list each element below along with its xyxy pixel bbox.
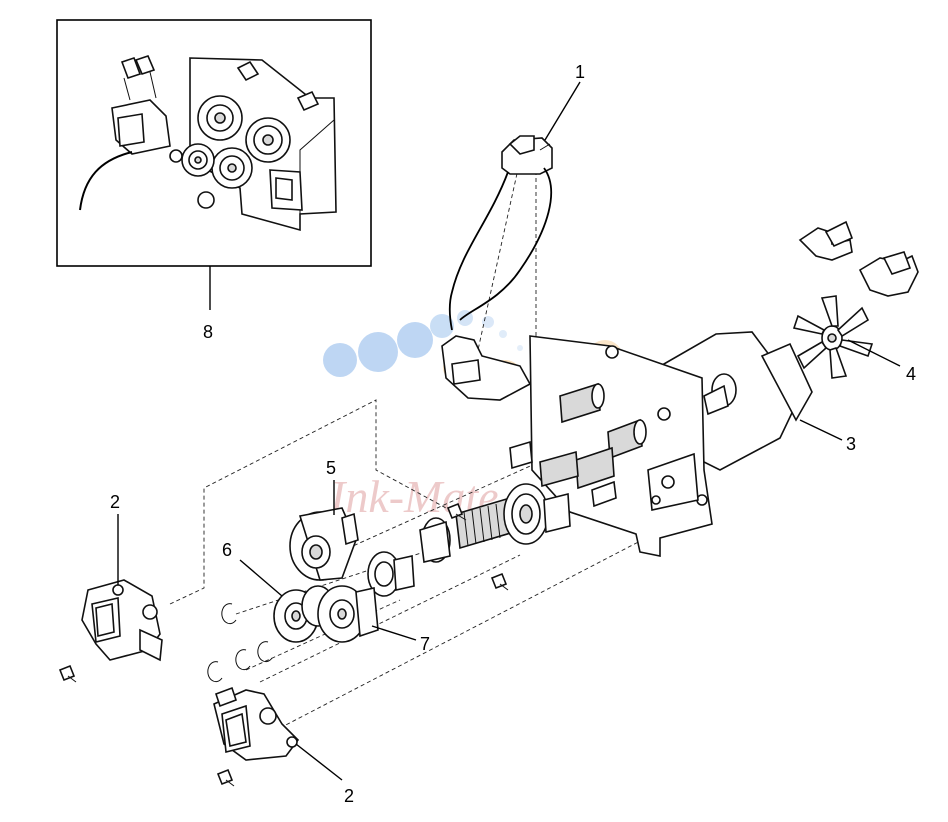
part-2-solenoid-lower	[213, 686, 300, 761]
e-rings	[207, 603, 273, 683]
part-4-fan	[792, 220, 919, 379]
leader-7	[371, 625, 417, 641]
mounting-clip	[441, 335, 532, 401]
inset-assembly	[56, 19, 372, 267]
leader-1	[544, 81, 581, 141]
part-1-sensor	[448, 135, 553, 331]
screws	[58, 502, 509, 787]
callout-6: 6	[222, 540, 232, 560]
part-5-gear	[289, 507, 359, 581]
clutch-assembly	[367, 483, 571, 597]
callout-4: 4	[906, 364, 916, 384]
callout-2a: 2	[110, 492, 120, 512]
leader-3	[799, 419, 843, 441]
callout-5: 5	[326, 458, 336, 478]
callout-1: 1	[575, 62, 585, 82]
callout-7: 7	[420, 634, 430, 654]
callout-3: 3	[846, 434, 856, 454]
leader-6	[239, 559, 283, 597]
part-7-gear	[317, 585, 379, 643]
leader-2b	[295, 743, 343, 781]
callout-2b: 2	[344, 786, 354, 806]
part-2-solenoid-upper	[81, 579, 163, 662]
drive-shafts	[509, 382, 647, 508]
callout-8: 8	[203, 322, 213, 342]
leader-4	[847, 339, 901, 367]
